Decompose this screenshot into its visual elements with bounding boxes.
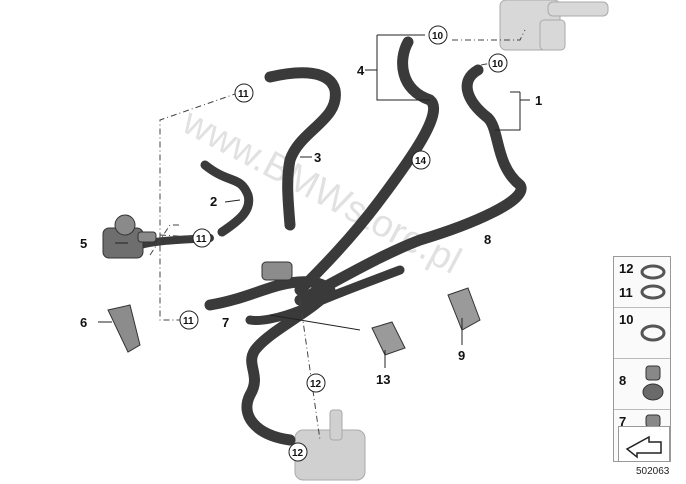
svg-text:14: 14 bbox=[415, 156, 427, 167]
legend-12: 12 bbox=[619, 261, 634, 276]
legend-cell-12-11: 12 11 bbox=[614, 257, 670, 308]
svg-text:11: 11 bbox=[196, 234, 207, 245]
label-2: 2 bbox=[210, 194, 217, 209]
svg-text:11: 11 bbox=[238, 89, 249, 100]
legend-8: 8 bbox=[619, 373, 627, 388]
engine-component-bottom bbox=[294, 409, 366, 481]
svg-text:10: 10 bbox=[432, 31, 444, 42]
engine-component-top bbox=[499, 0, 609, 51]
label-4: 4 bbox=[357, 63, 365, 78]
label-6: 6 bbox=[80, 315, 87, 330]
legend-cell-10: 10 bbox=[614, 308, 670, 359]
circle-label-12a: 12 bbox=[306, 373, 326, 393]
svg-text:12: 12 bbox=[292, 448, 304, 459]
legend-10: 10 bbox=[619, 312, 634, 327]
circle-label-12b: 12 bbox=[288, 442, 308, 462]
svg-text:10: 10 bbox=[492, 59, 504, 70]
bracket-13 bbox=[371, 321, 406, 356]
water-pump-5 bbox=[102, 214, 157, 259]
ring-clamp-icon bbox=[640, 324, 666, 342]
hose-2 bbox=[200, 160, 254, 237]
dashed-lines bbox=[149, 29, 526, 441]
hose-3 bbox=[264, 67, 341, 231]
label-8: 8 bbox=[484, 232, 491, 247]
direction-arrow-box bbox=[618, 426, 670, 462]
connector-valve bbox=[261, 261, 293, 281]
hose-upper-lower bbox=[245, 265, 405, 325]
clamp-icon bbox=[640, 264, 666, 300]
circle-label-11a: 11 bbox=[234, 83, 254, 103]
clip-icon bbox=[642, 365, 664, 401]
part-labels: 1 2 3 4 5 6 7 8 9 13 bbox=[80, 63, 542, 387]
label-3: 3 bbox=[314, 150, 321, 165]
label-1: 1 bbox=[535, 93, 542, 108]
arrow-icon bbox=[625, 435, 662, 459]
label-7: 7 bbox=[222, 315, 229, 330]
circle-label-10a: 10 bbox=[428, 25, 448, 45]
hoses bbox=[136, 36, 527, 446]
leader-lines bbox=[98, 34, 530, 368]
circle-label-10b: 10 bbox=[488, 53, 508, 73]
reference-number: 502063 bbox=[636, 466, 670, 477]
circle-label-11b: 11 bbox=[192, 228, 212, 248]
circle-label-11c: 11 bbox=[179, 310, 199, 330]
hose-main-lower bbox=[204, 276, 336, 446]
circle-labels: 10 10 11 11 11 14 12 12 bbox=[179, 25, 508, 462]
legend-7: 7 bbox=[619, 414, 627, 429]
bracket-6 bbox=[107, 304, 141, 353]
bracket-9 bbox=[447, 287, 481, 331]
hose-1 bbox=[294, 64, 527, 306]
legend-cell-8: 8 bbox=[614, 359, 670, 410]
circle-label-14: 14 bbox=[411, 150, 431, 170]
svg-text:11: 11 bbox=[183, 316, 194, 327]
label-9: 9 bbox=[458, 348, 465, 363]
label-13: 13 bbox=[376, 372, 390, 387]
svg-text:12: 12 bbox=[310, 379, 322, 390]
legend-11: 11 bbox=[619, 285, 633, 300]
label-5: 5 bbox=[80, 236, 87, 251]
hose-4 bbox=[294, 36, 440, 296]
